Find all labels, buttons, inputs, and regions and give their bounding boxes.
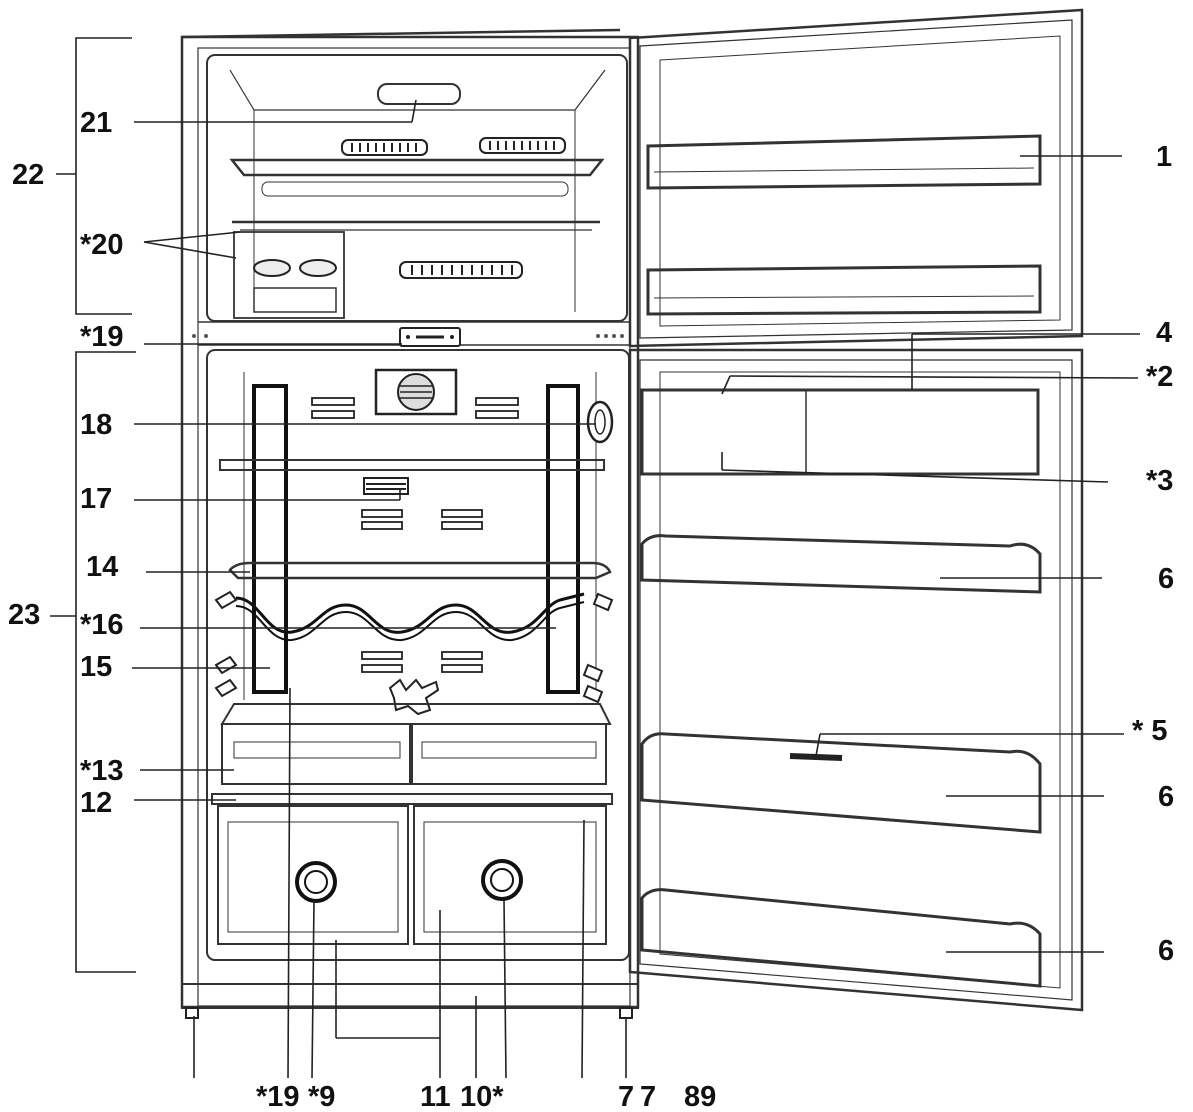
label-6a: 6: [1158, 563, 1174, 595]
label-3: *3: [1146, 465, 1173, 497]
fridge-compartment: [181, 349, 639, 1019]
label-6b: 6: [1158, 781, 1174, 813]
label-7a: 7: [618, 1081, 634, 1112]
label-5: * 5: [1132, 715, 1167, 747]
label-9: *9: [308, 1081, 335, 1112]
part-labels: 21 22 *20 *19 18 17 14 23 *16 15 *13 12 …: [8, 107, 1174, 1112]
label-6c: 6: [1158, 935, 1174, 967]
freezer-compartment: [206, 54, 628, 322]
label-10: 10*: [460, 1081, 504, 1112]
control-panel: [192, 321, 630, 347]
fridge-door: [628, 348, 1084, 1012]
label-11: 11: [420, 1081, 451, 1112]
label-20: *20: [80, 229, 124, 261]
label-89: 89: [684, 1081, 716, 1112]
label-18: 18: [80, 409, 112, 441]
leader-lines: [132, 99, 1140, 1079]
bracket-23: [50, 351, 136, 973]
label-22: 22: [12, 159, 44, 191]
label-21: 21: [80, 107, 112, 139]
label-19-top: *19: [80, 321, 124, 353]
label-23: 23: [8, 599, 40, 631]
label-13: *13: [80, 755, 124, 787]
label-1: 1: [1156, 141, 1172, 173]
label-19-bottom: *19: [256, 1081, 300, 1112]
label-14: 14: [86, 551, 118, 583]
bracket-22: [56, 37, 132, 315]
label-7b: 7: [640, 1081, 656, 1112]
label-4: 4: [1156, 317, 1172, 349]
label-2: *2: [1146, 361, 1173, 393]
label-15: 15: [80, 651, 112, 683]
label-12: 12: [80, 787, 112, 819]
freezer-door: [628, 8, 1084, 348]
label-16: *16: [80, 609, 124, 641]
label-17: 17: [80, 483, 112, 515]
